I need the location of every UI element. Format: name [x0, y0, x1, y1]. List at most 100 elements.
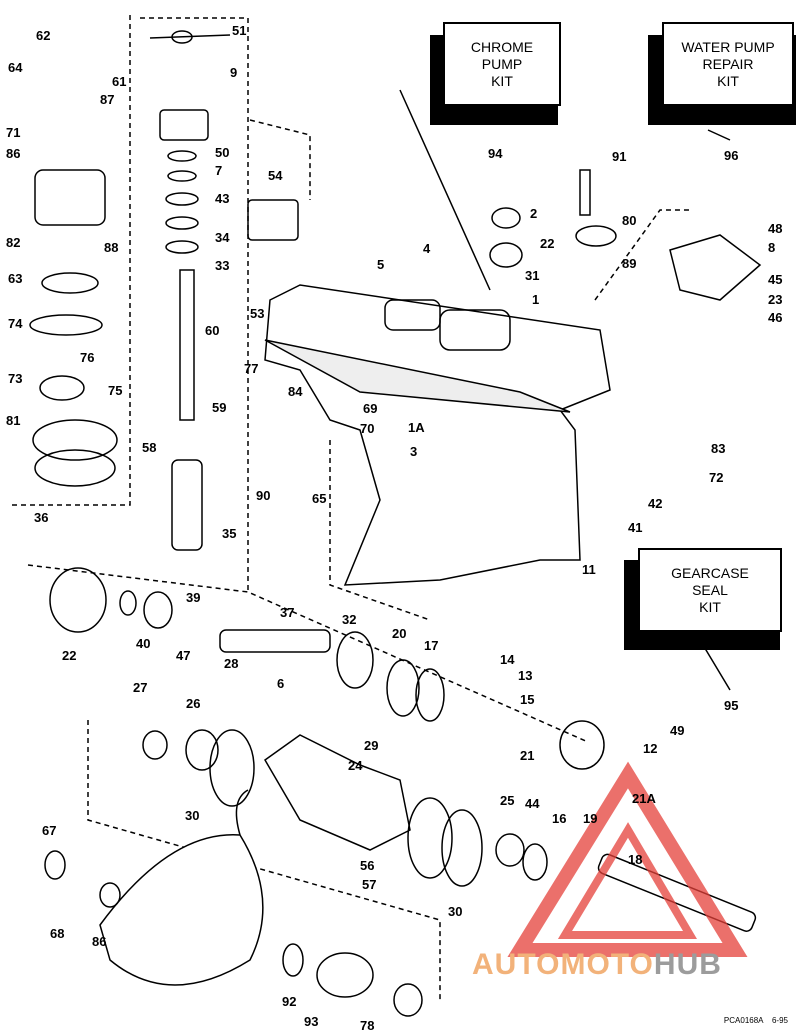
- spacer-92: [282, 943, 304, 977]
- callout-17: 17: [424, 638, 438, 653]
- group-outline-right: [594, 209, 690, 301]
- callout-1: 1: [532, 292, 539, 307]
- clutch-47: [143, 591, 173, 629]
- callout-42: 42: [648, 496, 662, 511]
- callout-9: 9: [230, 65, 237, 80]
- footer-date: 6-95: [771, 1016, 788, 1025]
- callout-47: 47: [176, 648, 190, 663]
- callout-45: 45: [768, 272, 782, 287]
- impeller: [29, 314, 103, 336]
- callout-46: 46: [768, 310, 782, 325]
- callout-23: 23: [768, 292, 782, 307]
- gearcase-housing: [264, 284, 611, 586]
- callout-18: 18: [628, 852, 642, 867]
- callout-16: 16: [552, 811, 566, 826]
- callout-73: 73: [8, 371, 22, 386]
- callout-32: 32: [342, 612, 356, 627]
- gear-22-top: [489, 242, 523, 268]
- water-pump-repair-kit-label: WATER PUMP REPAIR KIT: [662, 22, 794, 106]
- hub-93: [316, 952, 374, 998]
- callout-27: 27: [133, 680, 147, 695]
- callout-39: 39: [186, 590, 200, 605]
- bearing-carrier-24: [264, 734, 411, 851]
- callout-58: 58: [142, 440, 156, 455]
- callout-89: 89: [622, 256, 636, 271]
- callout-68: 68: [50, 926, 64, 941]
- washer-17: [415, 668, 445, 722]
- cover-45: [669, 234, 762, 301]
- callout-12: 12: [643, 741, 657, 756]
- retainer-21: [559, 720, 605, 770]
- callout-7: 7: [215, 163, 222, 178]
- callout-26: 26: [186, 696, 200, 711]
- callout-82: 82: [6, 235, 20, 250]
- plate-81: [32, 419, 118, 461]
- propeller-blade: [235, 789, 249, 836]
- footer-code: PCA0168A: [723, 1016, 764, 1025]
- forward-gear-22: [49, 567, 107, 633]
- callout-31: 31: [525, 268, 539, 283]
- oring-30-b: [441, 809, 483, 887]
- gearcase-port: [439, 309, 511, 351]
- washer-50: [167, 150, 197, 162]
- washer-33: [165, 240, 199, 254]
- callout-30: 30: [448, 904, 462, 919]
- footer: PCA0168A 6-95: [724, 1016, 788, 1025]
- callout-20: 20: [392, 626, 406, 641]
- callout-74: 74: [8, 316, 23, 331]
- callout-41: 41: [628, 520, 642, 535]
- callout-3: 3: [410, 444, 417, 459]
- water-pump-housing: [34, 169, 106, 226]
- gasket-36: [34, 449, 116, 487]
- washer-78: [393, 983, 423, 1017]
- callout-11: 11: [582, 562, 596, 577]
- callout-15: 15: [520, 692, 534, 707]
- impeller-cup: [41, 272, 99, 294]
- reverse-gear-32: [336, 631, 374, 689]
- callout-61: 61: [112, 74, 126, 89]
- propshaft-37: [219, 629, 331, 653]
- callout-37: 37: [280, 605, 294, 620]
- callout-63: 63: [8, 271, 22, 286]
- callout-56: 56: [360, 858, 374, 873]
- callout-43: 43: [215, 191, 229, 206]
- nut-67: [44, 850, 66, 880]
- callout-72: 72: [709, 470, 723, 485]
- oring-30-small: [209, 729, 255, 807]
- seal-housing: [159, 109, 209, 141]
- callout-33: 33: [215, 258, 229, 273]
- callout-90: 90: [256, 488, 270, 503]
- watermark-part2: HUB: [653, 948, 722, 981]
- bearing-25: [495, 833, 525, 867]
- bracket-54: [247, 199, 299, 241]
- callout-25: 25: [500, 793, 514, 808]
- callout-86: 86: [6, 146, 20, 161]
- callout-1a: 1A: [408, 420, 425, 435]
- callout-69: 69: [363, 401, 377, 416]
- propeller: [99, 834, 264, 986]
- tube-91: [579, 169, 591, 216]
- callout-92: 92: [282, 994, 296, 1009]
- group-outline-top: [249, 119, 311, 200]
- bearing-26: [185, 729, 219, 771]
- callout-4: 4: [423, 241, 431, 256]
- seal-27: [142, 730, 168, 760]
- callout-93: 93: [304, 1014, 318, 1029]
- kit-ref-96: 96: [724, 148, 738, 163]
- callout-57: 57: [362, 877, 376, 892]
- callout-70: 70: [360, 421, 374, 436]
- watermark-text: AUTOMOTOHUB: [472, 948, 722, 982]
- callout-30: 30: [185, 808, 199, 823]
- callout-75: 75: [108, 383, 122, 398]
- callout-36: 36: [34, 510, 48, 525]
- callout-21: 21: [520, 748, 534, 763]
- washer-20: [386, 659, 420, 717]
- gasket-73: [39, 375, 85, 401]
- callout-29: 29: [364, 738, 378, 753]
- callout-24: 24: [348, 758, 363, 773]
- callout-50: 50: [215, 145, 229, 160]
- callout-60: 60: [205, 323, 219, 338]
- callout-28: 28: [224, 656, 238, 671]
- callout-87: 87: [100, 92, 114, 107]
